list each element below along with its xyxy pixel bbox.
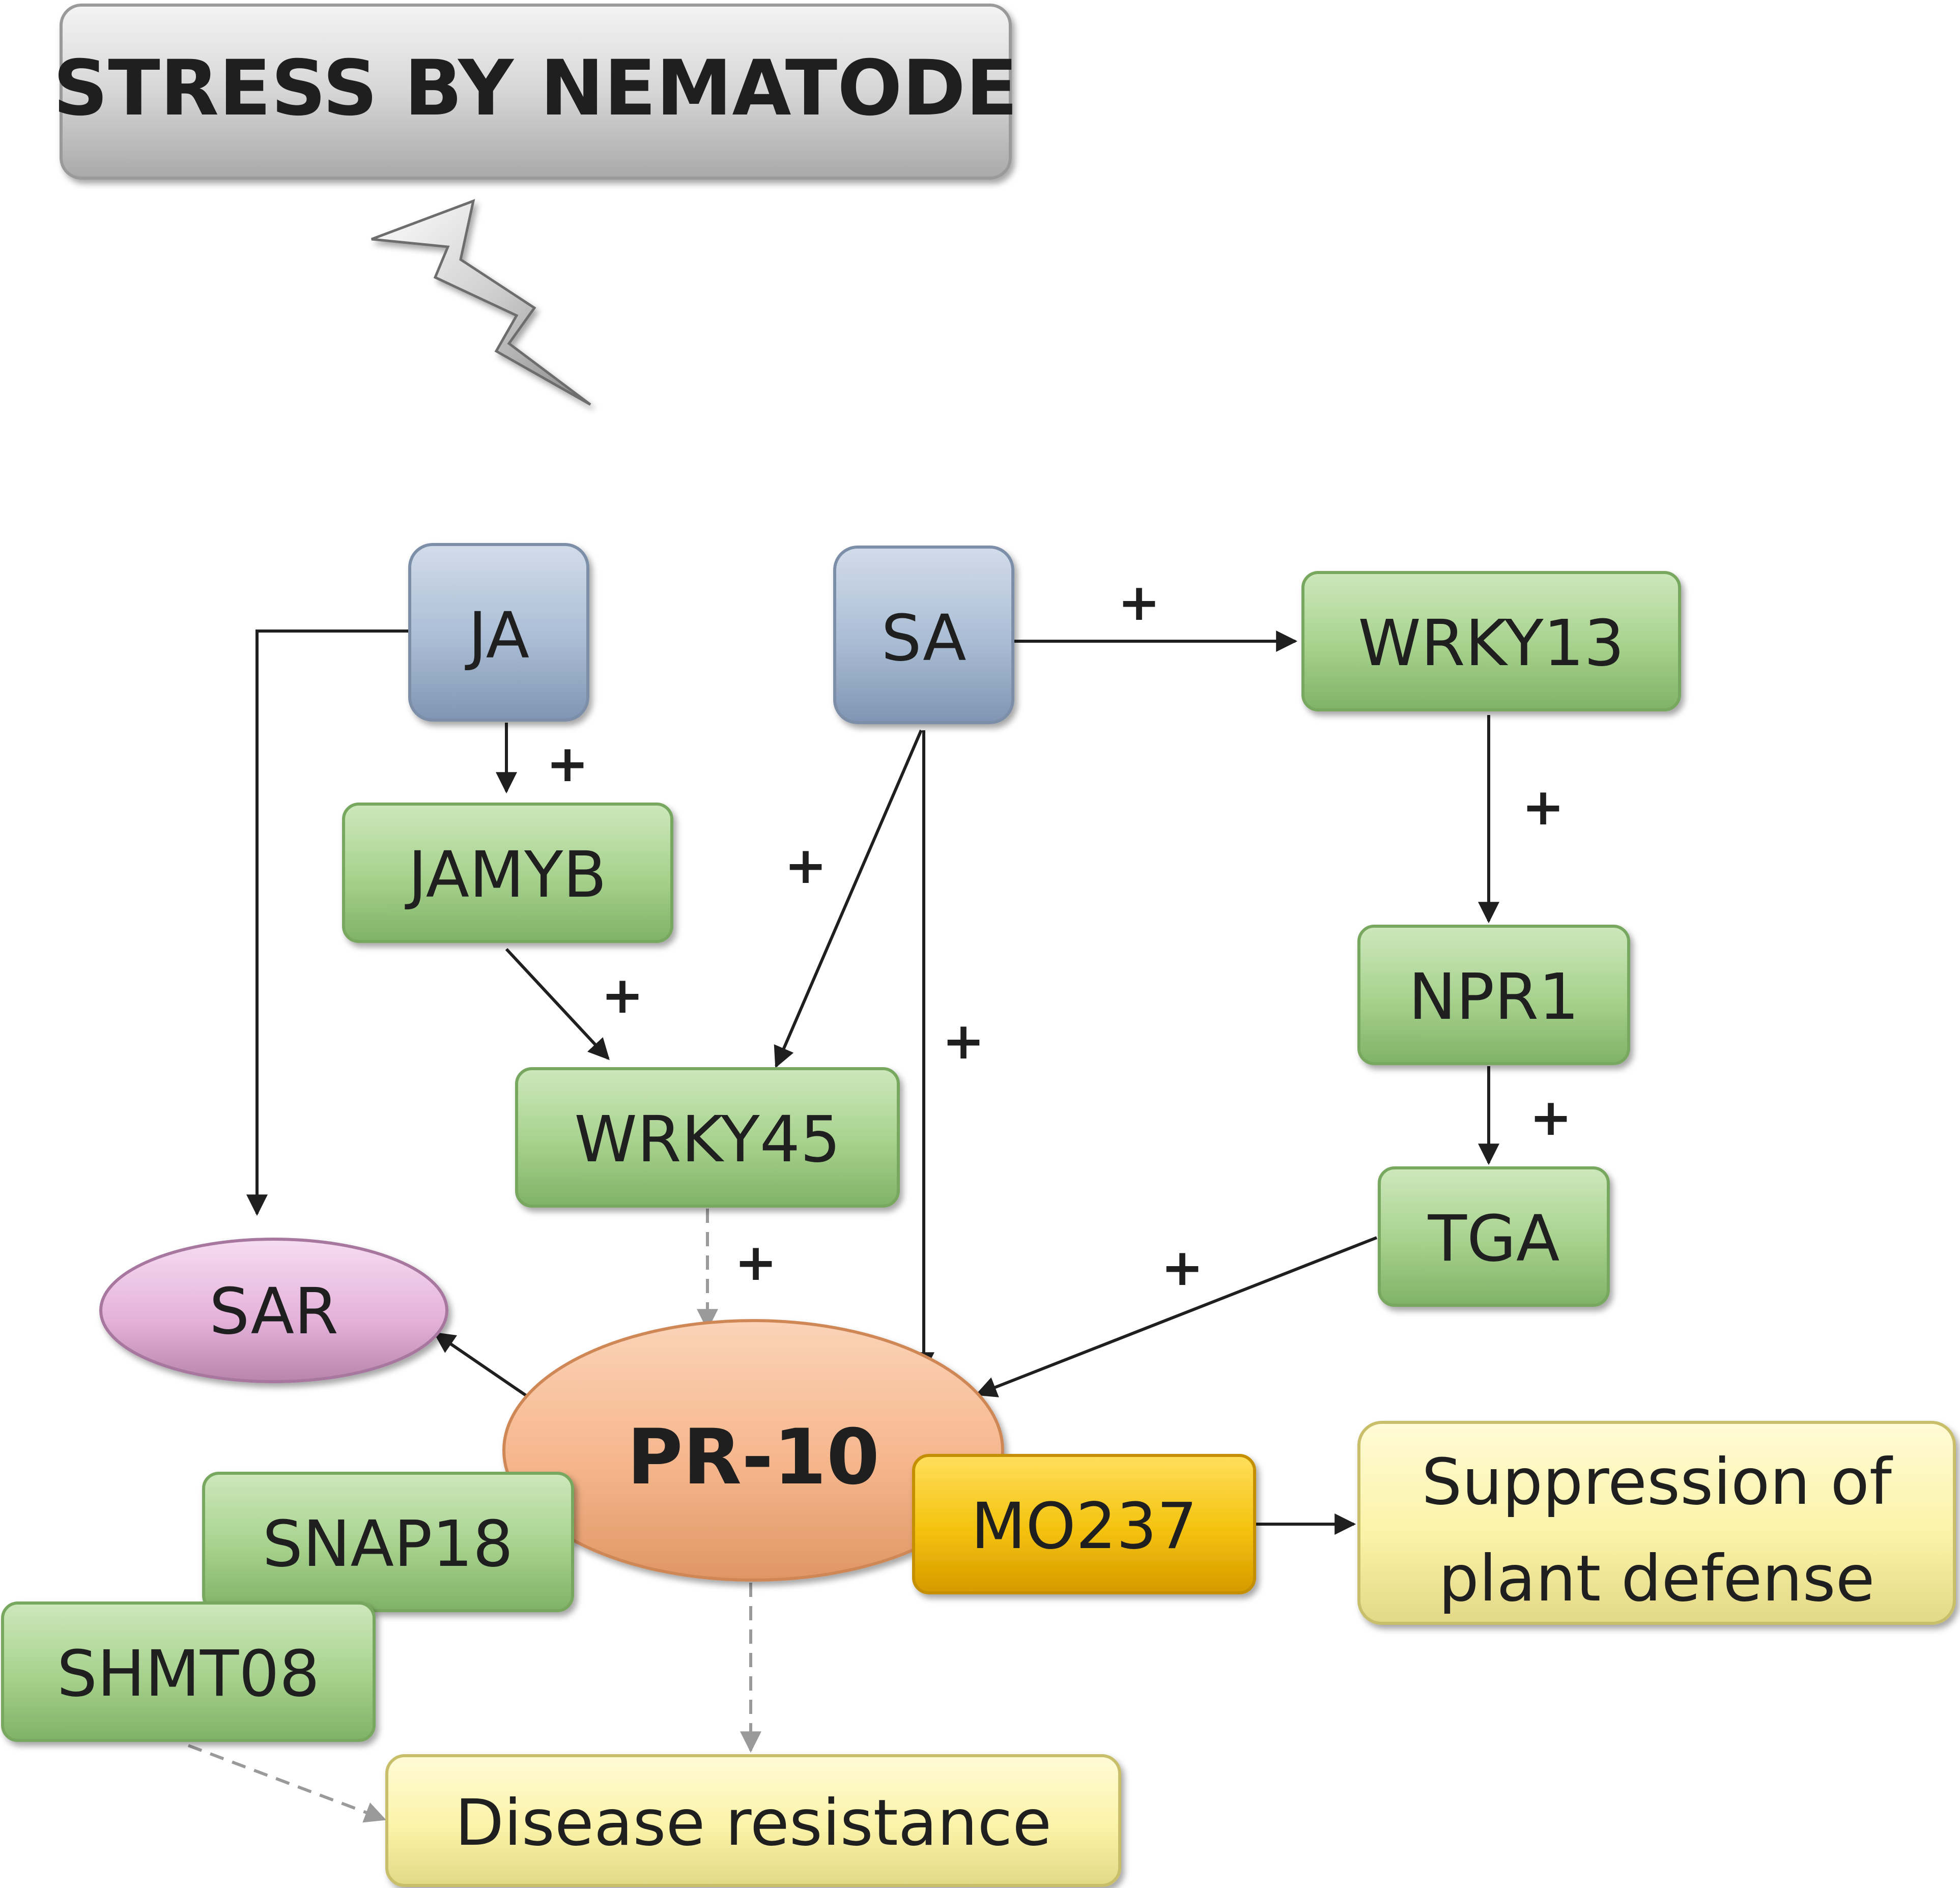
node-shmt08: SHMT08	[1, 1601, 376, 1742]
plus-sa-wrky45: +	[784, 836, 827, 895]
node-wrky13: WRKY13	[1301, 571, 1681, 711]
pr10-label: PR-10	[627, 1413, 879, 1502]
suppression-label-line1: Suppression of	[1422, 1445, 1893, 1519]
edges	[187, 630, 1499, 1823]
lightning-bolt-icon	[371, 199, 591, 406]
node-snap18: SNAP18	[202, 1472, 574, 1612]
wrky13-label: WRKY13	[1358, 607, 1624, 680]
node-mo237: MO237	[912, 1454, 1256, 1594]
node-sa: SA	[833, 546, 1014, 724]
plus-sa-pr10: +	[942, 1011, 985, 1071]
edge-sa-wrky45	[774, 729, 923, 1068]
title-box: STRESS BY NEMATODE	[53, 4, 1018, 180]
jamyb-label: JAMYB	[405, 838, 607, 912]
node-npr1: NPR1	[1357, 925, 1630, 1065]
wrky45-label: WRKY45	[574, 1103, 840, 1177]
plus-sa-wrky13: +	[1118, 573, 1160, 632]
edge-ja-sar	[246, 630, 410, 1216]
node-wrky45: WRKY45	[515, 1067, 900, 1208]
plus-ja-jamyb: +	[546, 734, 589, 793]
edge-labels: + + + + + + + + +	[546, 573, 1572, 1297]
edge-shmt08-disease	[187, 1744, 386, 1823]
node-suppression: Suppression of plant defense	[1357, 1421, 1956, 1625]
node-pr10: PR-10	[502, 1319, 1004, 1582]
sar-label: SAR	[209, 1275, 338, 1349]
plus-wrky45-pr10: +	[734, 1233, 777, 1292]
snap18-label: SNAP18	[263, 1507, 514, 1581]
edge-tga-pr10	[975, 1236, 1378, 1397]
npr1-label: NPR1	[1408, 960, 1579, 1034]
node-ja: JA	[408, 543, 589, 722]
disease-resistance-label: Disease resistance	[455, 1786, 1052, 1860]
edge-pr10-sar	[433, 1332, 533, 1401]
ja-label: JA	[465, 599, 529, 673]
plus-tga-pr10: +	[1161, 1238, 1204, 1297]
node-disease-resistance: Disease resistance	[385, 1754, 1121, 1887]
plus-wrky13-npr1: +	[1522, 777, 1565, 837]
edge-jamyb-wrky45	[505, 948, 610, 1061]
node-jamyb: JAMYB	[342, 803, 673, 943]
tga-label: TGA	[1428, 1202, 1560, 1276]
suppression-label-line2: plant defense	[1438, 1542, 1874, 1616]
title-text: STRESS BY NEMATODE	[53, 44, 1017, 133]
sa-label: SA	[881, 602, 966, 675]
plus-npr1-tga: +	[1529, 1088, 1572, 1147]
plus-jamyb-wrky45: +	[601, 965, 644, 1025]
shmt08-label: SHMT08	[57, 1637, 320, 1711]
mo237-label: MO237	[971, 1490, 1198, 1563]
node-sar: SAR	[99, 1238, 448, 1383]
node-tga: TGA	[1378, 1166, 1610, 1307]
